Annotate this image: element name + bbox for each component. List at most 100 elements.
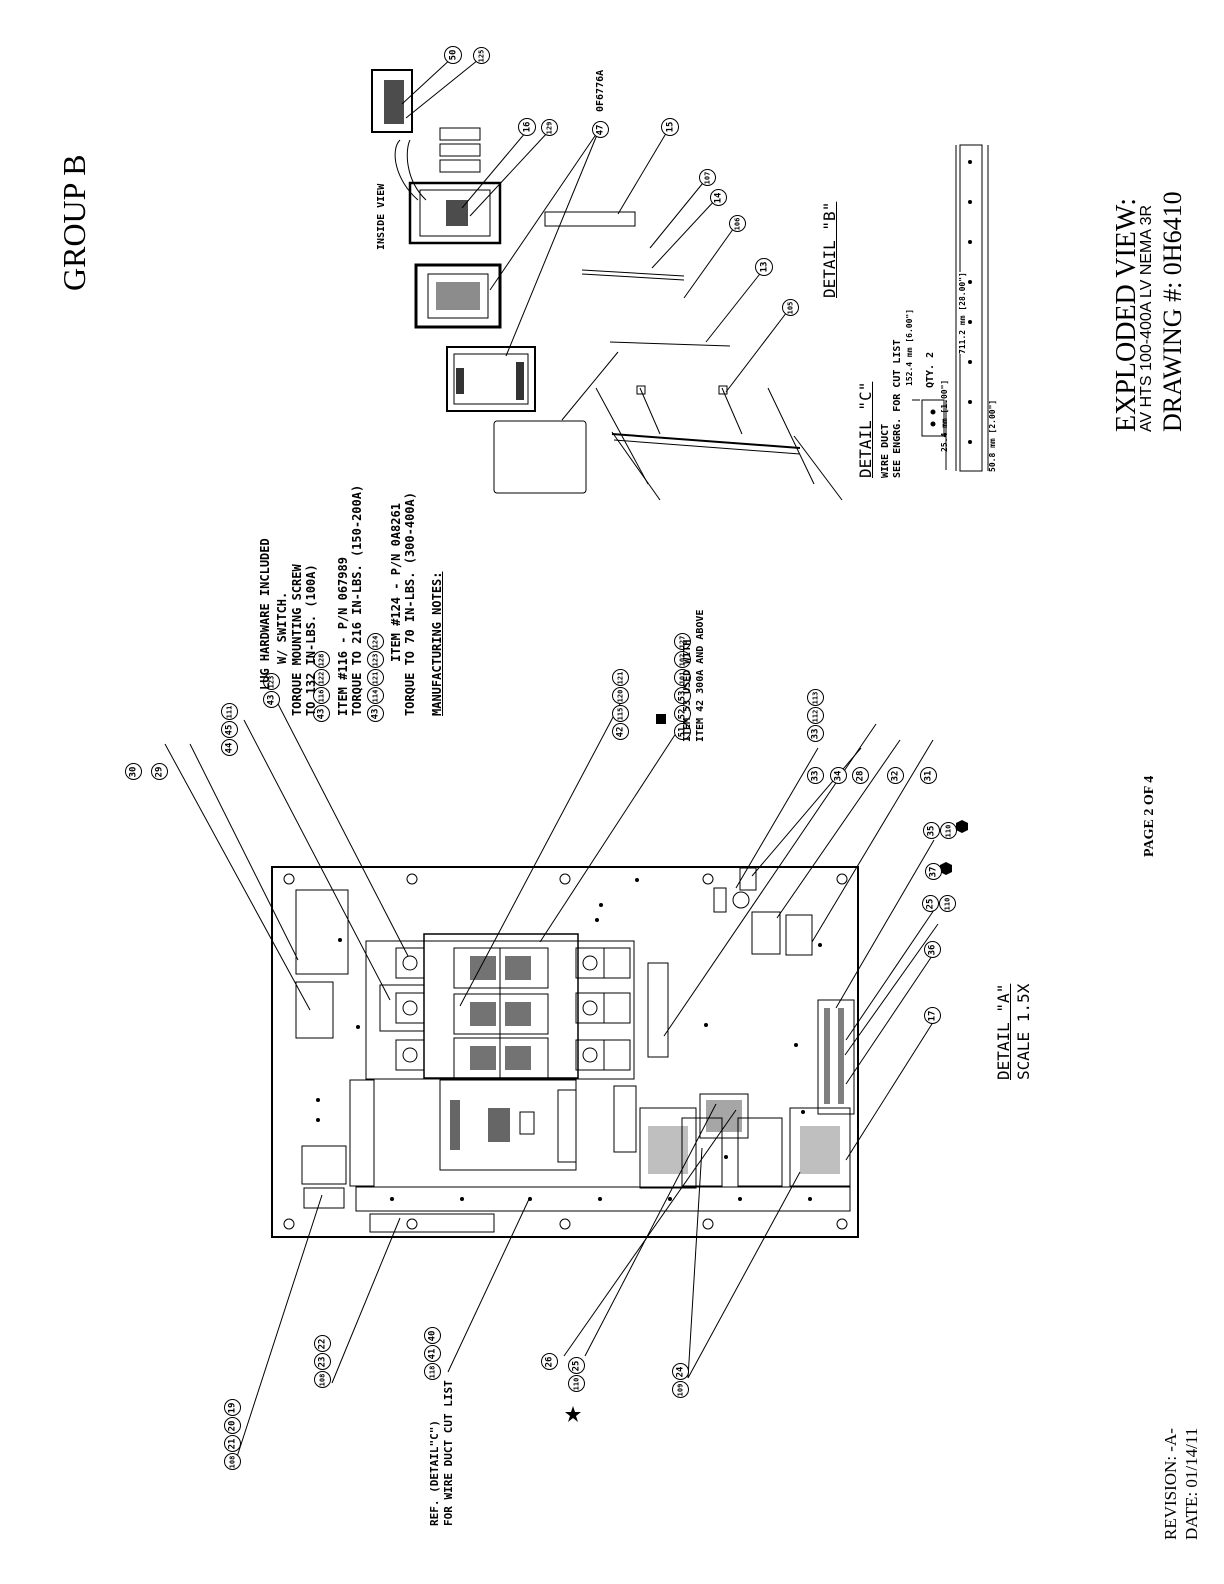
callout-bubble-125: 125: [472, 47, 490, 64]
callout-bubble-107: 107: [698, 169, 716, 186]
callout-bubble-44: 44: [220, 739, 238, 756]
callout-bubble-50: 50: [444, 46, 462, 64]
title-block-subtitle: AV HTS 100-400A LV NEMA 3R: [1138, 204, 1155, 432]
callout-bubble-37: 37: [924, 863, 942, 880]
note-markers: [565, 714, 968, 1422]
callout-bubble-113: 113: [806, 689, 824, 706]
ref-note-line1: REF. (DETAIL"C"): [428, 1420, 441, 1526]
callout-bubble-108: 108: [313, 1371, 331, 1388]
callout-bubble-45: 45: [220, 721, 238, 738]
callout-bubble-116: 116: [312, 687, 330, 704]
detail-b-title: DETAIL "B": [820, 201, 839, 298]
detail-a-scale: SCALE 1.5X: [1014, 983, 1033, 1080]
ref-note-line2: FOR WIRE DUCT CUT LIST: [442, 1380, 455, 1526]
callout-bubble-17: 17: [923, 1007, 941, 1024]
callout-bubble-47: 47: [591, 121, 609, 138]
callout-bubble-106: 106: [728, 215, 746, 232]
note1-line2: W/ SWITCH.: [275, 591, 289, 664]
detail-a-leaders: [164, 699, 939, 1467]
detail-c-dim-width: 25.4 mm [1.00"]: [940, 379, 949, 452]
note5-line2: ITEM 42 300A AND ABOVE: [695, 609, 706, 742]
drawing-number: DRAWING #: 0H6410: [1158, 191, 1187, 432]
callout-bubble-42: 42: [611, 723, 629, 740]
note1-line1: LUG HARDWARE INCLUDED: [258, 538, 272, 690]
detail-c-dim-length: 711.2 mm [28.00"]: [958, 272, 967, 354]
callout-bubble-110: 110: [938, 895, 956, 912]
callout-bubble-52: 52: [673, 705, 691, 722]
callout-bubble-118: 118: [423, 1363, 441, 1380]
detail-b-part-no: 0F6776A: [595, 69, 606, 112]
callout-bubble-25: 25: [921, 895, 939, 912]
detail-c-line2: SEE ENGRG. FOR CUT LIST: [892, 339, 903, 478]
detail-c-dim-height: 50.8 mm [2.00"]: [988, 399, 997, 472]
callout-bubble-13: 13: [755, 258, 773, 276]
manufacturing-notes-title: MANUFACTURING NOTES:: [430, 571, 444, 717]
callout-bubble-108: 108: [223, 1453, 241, 1470]
detail-b-leaders: [401, 55, 791, 421]
note3-line2: TORQUE TO 216 IN-LBS. (150-200A): [350, 484, 364, 716]
callout-bubble-114: 114: [366, 687, 384, 704]
callout-bubble-51: 51: [673, 723, 691, 740]
callout-bubble-121: 121: [366, 669, 384, 686]
callout-bubble-22: 22: [313, 1335, 331, 1352]
callout-bubble-32: 32: [886, 767, 904, 784]
callout-bubble-25: 25: [567, 1357, 585, 1374]
callout-bubble-121: 121: [611, 669, 629, 686]
detail-a-title: DETAIL "A": [994, 983, 1013, 1080]
note5-line1: ITEM 53 USED WITH: [682, 639, 693, 742]
callout-bubble-30: 30: [124, 763, 142, 780]
callout-bubble-102: 102: [673, 651, 691, 668]
callout-bubble-41: 41: [423, 1345, 441, 1362]
callout-bubble-19: 19: [223, 1399, 241, 1416]
callout-bubble-101: 101: [673, 669, 691, 686]
note4-line1: ITEM #124 - P/N 0A8261: [389, 503, 403, 662]
callout-bubble-15: 15: [661, 118, 679, 136]
callout-bubble-115: 115: [611, 705, 629, 722]
callout-bubble-127: 127: [673, 633, 691, 650]
callout-bubble-36: 36: [923, 941, 941, 958]
callout-bubble-43: 43: [262, 691, 280, 708]
callout-bubble-111: 111: [220, 703, 238, 720]
callout-bubble-24: 24: [671, 1363, 689, 1380]
callout-bubble-122: 122: [312, 669, 330, 686]
callout-bubble-21: 21: [223, 1435, 241, 1452]
callout-bubble-35: 35: [922, 822, 940, 839]
detail-c-drawing: [912, 144, 989, 472]
callout-bubble-124: 124: [366, 633, 384, 650]
detail-c-dim-top: 152.4 mm [6.00"]: [905, 308, 914, 386]
callout-bubble-129: 129: [540, 119, 558, 136]
callout-bubble-105: 105: [781, 299, 799, 316]
callout-bubble-109: 109: [671, 1381, 689, 1398]
detail-a-panel: [271, 866, 859, 1238]
callout-bubble-123: 123: [262, 673, 280, 690]
callout-bubble-40: 40: [423, 1327, 441, 1344]
detail-c-line1: WIRE DUCT: [880, 423, 891, 478]
callout-bubble-120: 120: [611, 687, 629, 704]
callout-bubble-123: 123: [366, 651, 384, 668]
callout-bubble-33: 33: [806, 725, 824, 742]
detail-b-drawing: [371, 69, 843, 501]
page-label: PAGE 2 OF 4: [1142, 775, 1157, 857]
callout-bubble-33: 33: [806, 767, 824, 784]
callout-bubble-110: 110: [939, 822, 957, 839]
callout-bubble-110: 110: [567, 1375, 585, 1392]
callout-bubble-31: 31: [919, 767, 937, 784]
callout-bubble-16: 16: [518, 118, 536, 136]
callout-bubble-34: 34: [829, 767, 847, 784]
callout-bubble-128: 128: [312, 651, 330, 668]
callout-bubble-53: 53: [673, 687, 691, 704]
revision-line: REVISION: -A-: [1161, 1428, 1180, 1540]
detail-c-qty: QTY. 2: [925, 351, 936, 388]
note3-line1: ITEM #116 - P/N 067989: [336, 557, 350, 716]
callout-bubble-14: 14: [709, 189, 727, 206]
callout-bubble-23: 23: [313, 1353, 331, 1370]
detail-c-title: DETAIL "C": [856, 381, 875, 478]
callout-bubble-20: 20: [223, 1417, 241, 1434]
callout-bubble-26: 26: [540, 1353, 558, 1370]
callout-bubble-29: 29: [150, 763, 168, 780]
note2-line1: TORQUE MOUNTING SCREW: [290, 564, 304, 716]
note4-line2: TORQUE TO 70 IN-LBS. (300-400A): [403, 492, 417, 716]
callout-bubble-28: 28: [851, 767, 869, 784]
